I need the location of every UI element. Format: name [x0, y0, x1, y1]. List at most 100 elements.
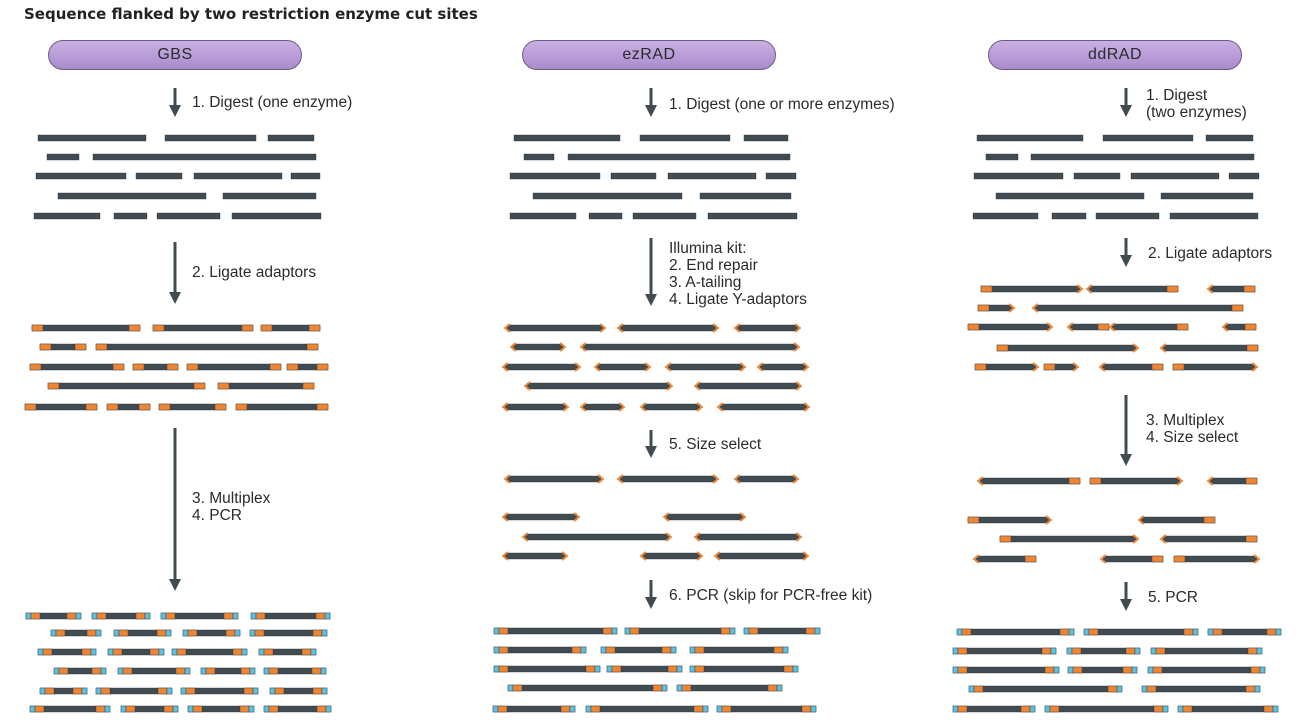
adaptor [571, 646, 582, 654]
adaptor [39, 343, 52, 351]
index-sequence [39, 687, 46, 695]
y-adaptor-fragment [619, 324, 717, 332]
y-adaptor [509, 342, 517, 352]
adaptor [47, 382, 60, 390]
y-adaptor [501, 512, 509, 522]
index-sequence [1162, 705, 1169, 713]
index-sequence [689, 665, 696, 673]
y-adaptor [1066, 322, 1074, 332]
ddrad-step-pcr: 5. PCR [1148, 589, 1198, 606]
adaptor [42, 648, 53, 656]
ligated-fragment [1162, 344, 1259, 352]
dna-fragment [1051, 212, 1087, 220]
adaptor [667, 665, 678, 673]
y-adaptor [503, 323, 511, 333]
y-adaptor [792, 474, 800, 484]
adaptor [1153, 705, 1164, 713]
adaptor [1203, 516, 1216, 524]
adaptor [805, 627, 816, 635]
index-sequence [321, 687, 328, 695]
index-sequence [810, 705, 817, 713]
y-adaptor [639, 551, 647, 561]
index-sequence [493, 665, 500, 673]
adaptor [95, 343, 108, 351]
y-adaptor [618, 402, 626, 412]
y-adaptor [644, 362, 652, 372]
adaptor [187, 629, 198, 637]
adaptor [801, 705, 812, 713]
y-adaptor [1251, 362, 1259, 372]
dna-fragment [156, 212, 221, 220]
index-sequence [1066, 647, 1073, 655]
y-adaptor-fragment [719, 403, 808, 411]
adaptor [254, 629, 265, 637]
adaptor [158, 403, 171, 411]
adaptor [694, 646, 705, 654]
ligated-fragment [152, 324, 254, 332]
index-sequence [702, 705, 709, 713]
adaptor [316, 705, 327, 713]
index-sequence [676, 684, 683, 692]
y-adaptor-fragment [526, 382, 671, 390]
adaptor [240, 667, 251, 675]
index-sequence [258, 648, 265, 656]
y-adaptor [579, 402, 587, 412]
y-adaptor [616, 323, 624, 333]
adaptor [590, 705, 601, 713]
index-sequence [321, 629, 328, 637]
adaptor [81, 648, 92, 656]
y-adaptor [1176, 476, 1184, 486]
y-adaptor-fragment [759, 363, 807, 371]
index-sequence [661, 684, 668, 692]
size-selected-fragment [967, 516, 1050, 524]
adaptor [1245, 477, 1258, 485]
index-sequence [182, 629, 189, 637]
adaptor [497, 705, 508, 713]
adaptor [1246, 344, 1259, 352]
dna-fragment [290, 172, 321, 180]
adaptor [186, 363, 199, 371]
adaptor [498, 665, 509, 673]
adaptor [269, 363, 282, 371]
adaptor [156, 629, 167, 637]
adaptor [29, 363, 42, 371]
adaptor [602, 627, 613, 635]
adaptor [31, 324, 44, 332]
adaptor [1071, 647, 1082, 655]
adaptor [977, 304, 990, 312]
dna-fragment [193, 172, 283, 180]
y-adaptor [713, 551, 721, 561]
y-adaptor [1032, 362, 1040, 372]
adaptor [783, 665, 794, 673]
adaptor [72, 687, 83, 695]
dna-fragment [113, 212, 148, 220]
dna-fragment [92, 153, 317, 161]
dna-fragment [610, 172, 657, 180]
index-sequence [1134, 647, 1141, 655]
adaptor [720, 627, 731, 635]
adaptor [239, 705, 250, 713]
y-adaptor [716, 402, 724, 412]
index-sequence [1029, 705, 1036, 713]
y-adaptor [696, 402, 704, 412]
adaptor [1151, 363, 1164, 371]
adaptor [1244, 323, 1257, 331]
y-adaptor [696, 551, 704, 561]
dna-fragment [567, 153, 791, 161]
diagram-title: Sequence flanked by two restriction enzy… [24, 5, 478, 23]
adaptor [24, 403, 37, 411]
index-sequence [569, 705, 576, 713]
index-sequence [248, 705, 255, 713]
index-sequence [1116, 685, 1123, 693]
adaptor [1041, 647, 1052, 655]
adaptor [1212, 628, 1223, 636]
adaptor [748, 627, 759, 635]
dna-fragment [995, 192, 1145, 200]
adaptor [232, 648, 243, 656]
adaptor [1176, 323, 1189, 331]
dna-fragment [509, 212, 577, 220]
adaptor [1024, 555, 1037, 563]
ligated-fragment [217, 382, 315, 390]
dna-fragment [976, 134, 1084, 142]
ligated-fragment [95, 343, 319, 351]
